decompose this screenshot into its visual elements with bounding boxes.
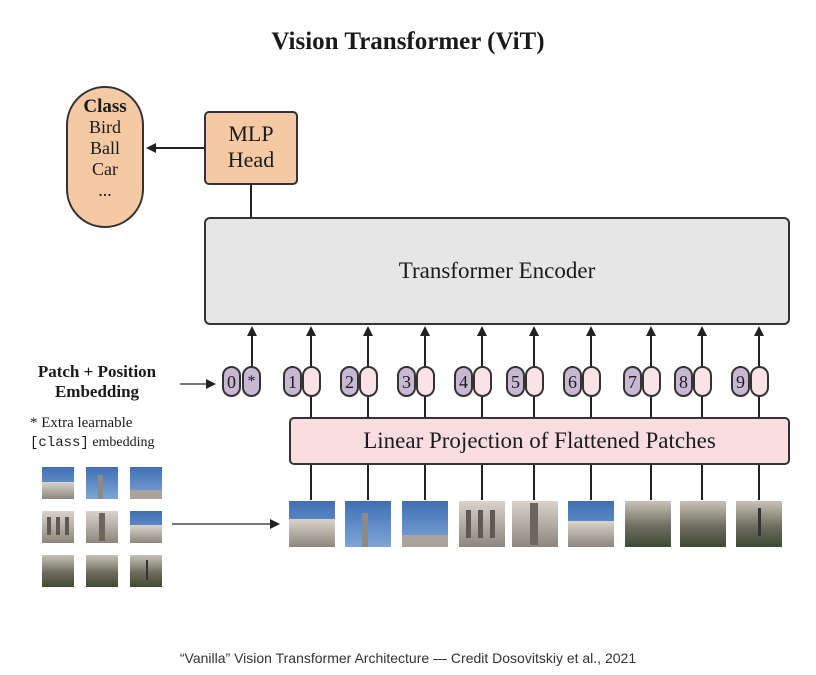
patch-token-8 xyxy=(693,366,712,397)
flattened-patch-sequence xyxy=(289,501,782,547)
sequence-patch xyxy=(680,501,726,547)
linear-projection-box: Linear Projection of Flattened Patches xyxy=(289,417,790,465)
class-heading: Class xyxy=(83,96,127,117)
class-item: Ball xyxy=(90,138,120,158)
class-token: * xyxy=(242,366,261,397)
embedding-label-line1: Patch + Position xyxy=(37,362,157,381)
position-token-5: 5 xyxy=(506,366,525,397)
class-code-text: [class] xyxy=(30,435,89,451)
patch-token-1 xyxy=(302,366,321,397)
patch-token-2 xyxy=(359,366,378,397)
patch-token-9 xyxy=(750,366,769,397)
mlp-head-label-line1: MLP xyxy=(228,121,274,146)
note-line2-text: embedding xyxy=(88,435,155,450)
note-line1: * Extra learnable xyxy=(30,415,133,431)
mlp-head-label-line2: Head xyxy=(227,147,275,172)
image-patch xyxy=(42,555,74,587)
patch-token-5 xyxy=(525,366,544,397)
class-output-box: Class Bird Ball Car ... xyxy=(66,86,144,228)
patch-position-embedding-label: Patch + Position Embedding xyxy=(12,362,182,402)
position-token-4: 4 xyxy=(454,366,473,397)
patch-token-6 xyxy=(582,366,601,397)
extra-learnable-note: * Extra learnable [class] embedding xyxy=(30,414,155,453)
position-token-0: 0 xyxy=(222,366,241,397)
note-line2: [class] embedding xyxy=(30,433,155,453)
image-patch xyxy=(86,555,118,587)
position-token-1: 1 xyxy=(283,366,302,397)
image-patch-grid xyxy=(42,467,162,587)
transformer-encoder-label: Transformer Encoder xyxy=(398,258,596,283)
embedding-label-line2: Embedding xyxy=(54,382,140,401)
position-token-7: 7 xyxy=(623,366,642,397)
patch-token-7 xyxy=(642,366,661,397)
class-item: ... xyxy=(98,180,112,200)
class-item: Bird xyxy=(88,117,121,137)
position-token-2: 2 xyxy=(340,366,359,397)
class-item: Car xyxy=(92,159,118,179)
position-token-9: 9 xyxy=(731,366,750,397)
linear-projection-label: Linear Projection of Flattened Patches xyxy=(363,428,716,453)
transformer-encoder-box: Transformer Encoder xyxy=(204,217,790,325)
mlp-head-box: MLP Head xyxy=(204,111,298,185)
patch-token-3 xyxy=(416,366,435,397)
position-token-8: 8 xyxy=(674,366,693,397)
position-token-6: 6 xyxy=(563,366,582,397)
figure-caption: “Vanilla” Vision Transformer Architectur… xyxy=(179,650,637,666)
patch-token-4 xyxy=(473,366,492,397)
diagram-title: Vision Transformer (ViT) xyxy=(271,28,545,55)
sequence-patch xyxy=(625,501,671,547)
position-token-3: 3 xyxy=(397,366,416,397)
